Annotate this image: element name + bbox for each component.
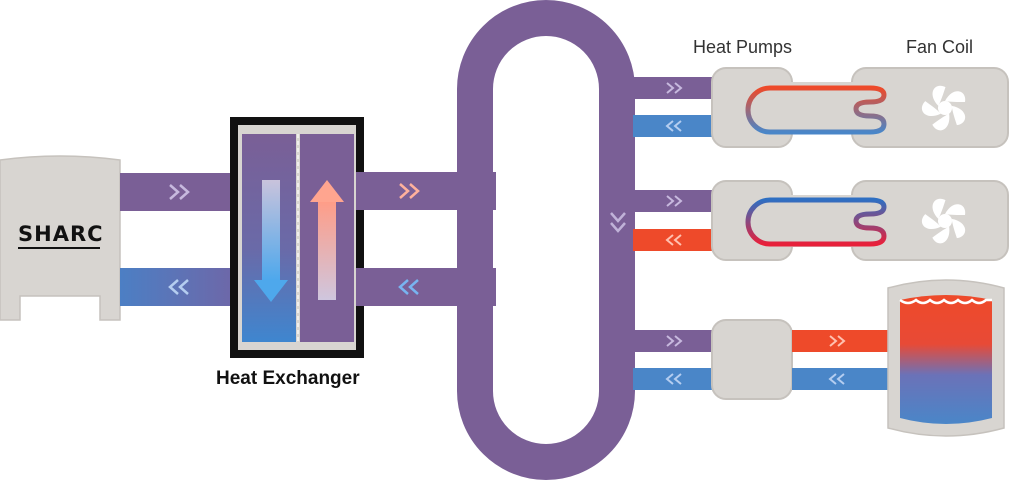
ambient-loop bbox=[457, 0, 635, 480]
arrow-up-icon bbox=[310, 180, 344, 300]
chevron-right-icon bbox=[399, 183, 420, 199]
heat-pump-3 bbox=[711, 319, 793, 400]
return-pipe-sharc bbox=[120, 268, 235, 306]
chevron-left-icon bbox=[828, 373, 845, 385]
refrigerant-loop-2 bbox=[745, 197, 887, 247]
sharc-underline bbox=[18, 247, 100, 249]
sharc-unit bbox=[0, 155, 121, 321]
chevron-left-icon bbox=[665, 373, 682, 385]
chevron-right-icon bbox=[829, 335, 846, 347]
arrow-down-icon bbox=[254, 180, 288, 302]
chevron-right-icon bbox=[666, 195, 683, 207]
heat-exchanger bbox=[230, 117, 364, 358]
heat-pump-2 bbox=[711, 180, 793, 261]
chevron-right-icon bbox=[666, 335, 683, 347]
fan-icon bbox=[921, 198, 966, 244]
tank-icon bbox=[887, 279, 1005, 437]
heat-pump-1 bbox=[711, 67, 793, 148]
refrigerant-loop-1 bbox=[745, 85, 887, 135]
chevron-left-icon bbox=[398, 279, 419, 295]
chevron-down-icon bbox=[610, 212, 626, 233]
chevron-left-icon bbox=[168, 279, 189, 295]
chevron-right-icon bbox=[666, 82, 683, 94]
tank-return-pipe bbox=[792, 368, 892, 390]
heat-pumps-label: Heat Pumps bbox=[693, 37, 793, 57]
fan-coil-label: Fan Coil bbox=[906, 37, 974, 57]
fan-icon bbox=[921, 85, 966, 131]
tank-supply-pipe bbox=[792, 330, 892, 352]
heat-exchanger-label: Heat Exchanger bbox=[216, 368, 360, 389]
chevron-left-icon bbox=[665, 120, 682, 132]
chevron-left-icon bbox=[665, 234, 682, 246]
sharc-brand-label: SHARC bbox=[18, 222, 104, 246]
chevron-right-icon bbox=[169, 184, 190, 200]
